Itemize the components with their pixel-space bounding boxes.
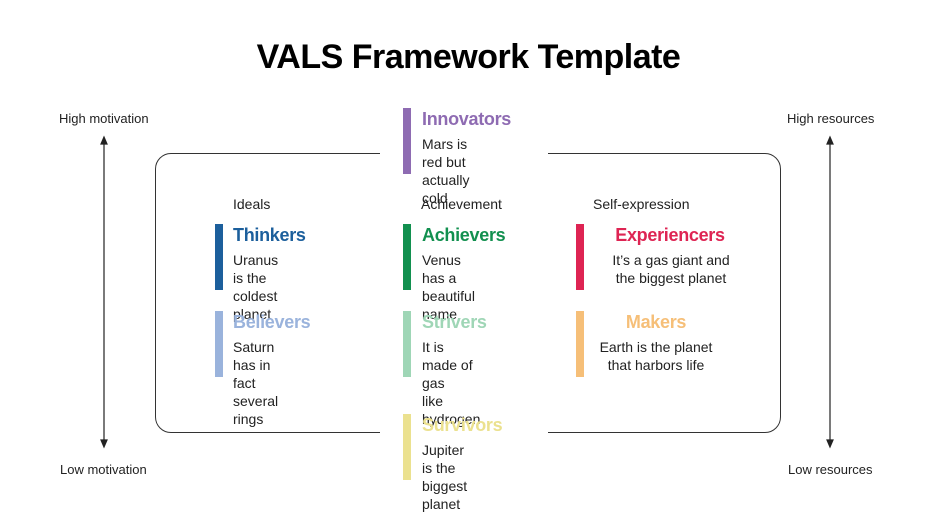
makers-desc: Earth is the planet that harbors life [599, 339, 713, 373]
resources-arrow-up [826, 135, 834, 145]
survivors-bar [403, 414, 411, 480]
frame-bottom-gap [380, 430, 548, 436]
achievers-name: Achievers [422, 225, 506, 245]
thinkers-bar [215, 224, 223, 290]
strivers-desc: It is made of gas like hydrogen [422, 339, 481, 427]
motivation-arrow-down [100, 439, 108, 449]
survivors-name: Survivors [422, 415, 503, 435]
experiencers-bar [576, 224, 584, 290]
column-achievement: Achievement [421, 196, 502, 212]
survivors-desc: Jupiter is the biggest planet [422, 442, 468, 512]
experiencers-desc: It’s a gas giant and the biggest planet [612, 252, 730, 286]
column-ideals: Ideals [233, 196, 271, 212]
achievers-desc: Venus has a beautiful name [422, 252, 475, 322]
experiencers-name: Experiencers [615, 225, 725, 245]
frame-top-gap [380, 150, 548, 156]
achievers-bar [403, 224, 411, 290]
resources-arrow-down [826, 439, 834, 449]
makers-name: Makers [625, 312, 687, 332]
innovators-desc: Mars is red but actually cold [422, 136, 470, 206]
motivation-arrow-up [100, 135, 108, 145]
innovators-bar [403, 108, 411, 174]
high-resources-label: High resources [787, 111, 875, 126]
innovators-name: Innovators [422, 109, 512, 129]
believers-desc: Saturn has in fact several rings [233, 339, 279, 427]
page-title: VALS Framework Template [256, 38, 681, 76]
high-motivation-label: High motivation [59, 111, 149, 126]
column-self-expression: Self-expression [593, 196, 690, 212]
thinkers-name: Thinkers [233, 225, 306, 245]
makers-bar [576, 311, 584, 377]
low-resources-label: Low resources [788, 462, 873, 477]
strivers-name: Strivers [422, 312, 487, 332]
believers-name: Believers [233, 312, 311, 332]
low-motivation-label: Low motivation [60, 462, 147, 477]
thinkers-desc: Uranus is the coldest planet [233, 252, 279, 322]
believers-bar [215, 311, 223, 377]
strivers-bar [403, 311, 411, 377]
